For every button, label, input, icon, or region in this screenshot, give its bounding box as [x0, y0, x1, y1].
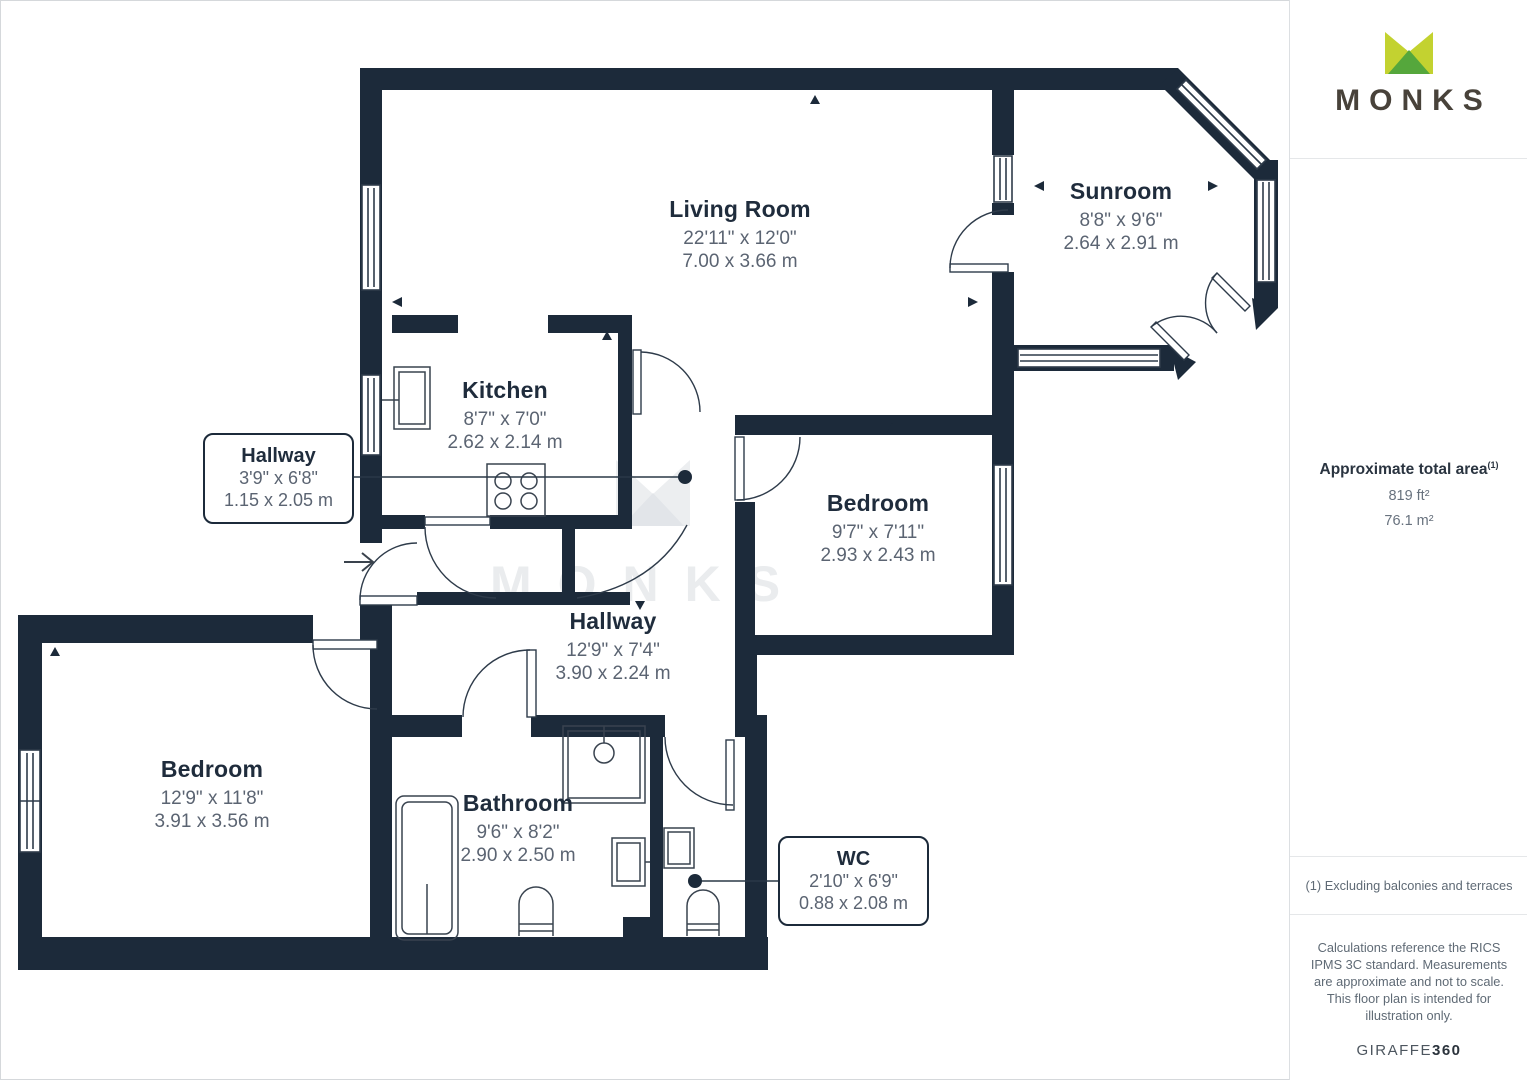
toilet-bathroom [518, 886, 554, 936]
room-dim-imperial: 8'8" x 9'6" [1079, 210, 1163, 231]
room-label-hallway-main: Hallway 12'9" x 7'4" 3.90 x 2.24 m [555, 608, 670, 685]
monks-logo-wordmark: MONKS [1335, 84, 1492, 117]
total-area-metric: 76.1 m² [1384, 513, 1434, 530]
sink-wc [663, 827, 695, 869]
disclaimer-block: Calculations reference the RICS IPMS 3C … [1290, 914, 1527, 1059]
footnote-marker: (1) [1487, 460, 1499, 470]
room-name: Kitchen [462, 377, 548, 403]
entrance-arrow-icon [344, 552, 375, 572]
room-dim-metric: 0.88 x 2.08 m [798, 892, 909, 913]
floor-plan: MONKS [18, 68, 1278, 970]
room-name: Hallway [241, 445, 316, 468]
room-label-living-room: Living Room 22'11" x 12'0" 7.00 x 3.66 m [669, 196, 810, 273]
room-dim-imperial: 8'7" x 7'0" [463, 409, 547, 430]
room-dim-imperial: 3'9" x 6'8" [239, 468, 318, 489]
giraffe360-name: GIRAFFE [1356, 1042, 1432, 1060]
footnote-block: (1) Excluding balconies and terraces [1290, 856, 1527, 915]
toilet-wc [686, 889, 720, 936]
kitchen-sink-unit [382, 366, 431, 430]
room-dim-imperial: 9'7" x 7'11" [831, 522, 925, 543]
room-name: Bathroom [462, 790, 574, 816]
dimension-markers [50, 95, 1218, 656]
sink-bathroom [611, 837, 650, 887]
windows [19, 78, 1276, 853]
room-dim-metric: 2.90 x 2.50 m [460, 845, 576, 867]
total-area-title-text: Approximate total area [1319, 461, 1488, 479]
room-name: Bedroom [160, 756, 264, 782]
leader-lines [350, 470, 778, 888]
room-name: WC [836, 847, 871, 870]
info-sidebar: MONKS Approximate total area(1) 819 ft² … [1289, 0, 1527, 1080]
callout-hallway-small: Hallway 3'9" x 6'8" 1.15 x 2.05 m [203, 433, 354, 524]
room-label-bathroom: Bathroom 9'6" x 8'2" 2.90 x 2.50 m [460, 790, 575, 867]
room-dim-metric: 3.90 x 2.24 m [555, 663, 671, 685]
room-name: Hallway [569, 608, 657, 634]
total-area-block: Approximate total area(1) 819 ft² 76.1 m… [1290, 460, 1527, 529]
room-name: Living Room [669, 196, 811, 222]
room-dim-imperial: 12'9" x 7'4" [566, 640, 660, 661]
room-dim-imperial: 12'9" x 11'8" [160, 788, 264, 809]
room-dim-imperial: 9'6" x 8'2" [476, 822, 560, 843]
room-label-bedroom-right: Bedroom 9'7" x 7'11" 2.93 x 2.43 m [820, 490, 935, 567]
floor-plan-drawing: MONKS [18, 68, 1278, 970]
total-area-title: Approximate total area(1) [1290, 460, 1527, 479]
room-dim-metric: 2.93 x 2.43 m [820, 545, 936, 567]
room-dim-metric: 3.91 x 3.56 m [154, 811, 270, 833]
footnote-text: (1) Excluding balconies and terraces [1305, 878, 1513, 893]
room-dim-metric: 1.15 x 2.05 m [223, 490, 334, 510]
bathtub [395, 795, 459, 941]
disclaimer-text: Calculations reference the RICS IPMS 3C … [1310, 940, 1508, 1024]
fixtures [382, 366, 720, 941]
brand-logo: MONKS [1290, 0, 1527, 159]
room-dim-metric: 2.64 x 2.91 m [1063, 233, 1179, 255]
room-name: Bedroom [826, 490, 930, 516]
callout-wc: WC 2'10" x 6'9" 0.88 x 2.08 m [778, 836, 929, 926]
room-dim-imperial: 2'10" x 6'9" [809, 870, 898, 891]
room-label-sunroom: Sunroom 8'8" x 9'6" 2.64 x 2.91 m [1063, 178, 1178, 255]
shower [562, 725, 646, 804]
room-label-bedroom-left: Bedroom 12'9" x 11'8" 3.91 x 3.56 m [154, 756, 269, 833]
stove [486, 463, 546, 517]
room-name: Sunroom [1069, 178, 1173, 204]
giraffe360-credit: GIRAFFE360 [1290, 1042, 1527, 1059]
monks-logo-icon [1385, 32, 1433, 74]
giraffe360-number: 360 [1431, 1042, 1462, 1060]
room-label-kitchen: Kitchen 8'7" x 7'0" 2.62 x 2.14 m [447, 377, 562, 454]
room-dim-metric: 2.62 x 2.14 m [447, 432, 563, 454]
doors [312, 209, 1251, 811]
room-dim-metric: 7.00 x 3.66 m [682, 251, 798, 273]
room-dim-imperial: 22'11" x 12'0" [683, 228, 797, 249]
total-area-imperial: 819 ft² [1388, 488, 1430, 505]
